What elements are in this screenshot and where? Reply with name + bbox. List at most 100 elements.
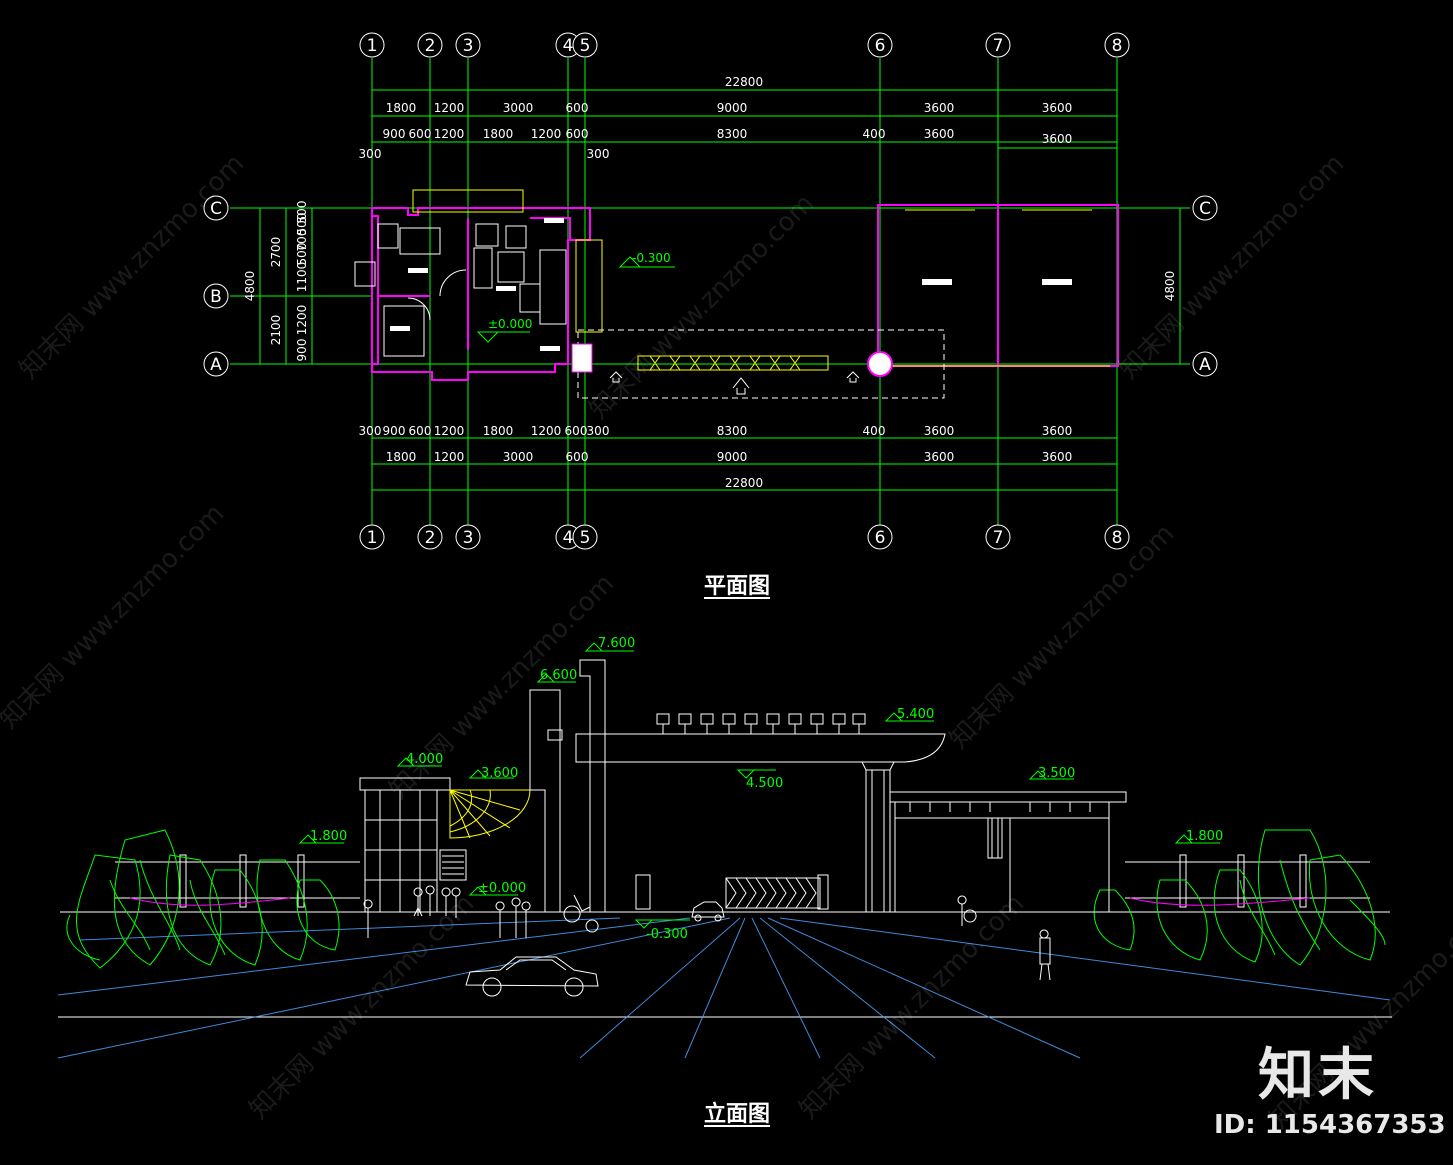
axis-label-bottom-2: 2 <box>425 528 436 548</box>
dim-left-inner-0: 500 <box>295 201 309 224</box>
elevation-level-labels: 7.600 6.600 5.400 4.500 4.000 3.600 3.50… <box>310 636 1223 942</box>
axis-label-top-5: 5 <box>580 36 591 56</box>
plan-axis-bubbles-bottom <box>359 524 1130 550</box>
dim-bot-r1-6: 600 <box>565 424 588 438</box>
dim-top-r2-2: 1200 <box>434 127 465 141</box>
plan-level-inside: ±0.000 <box>488 317 532 331</box>
dim-top-overall: 22800 <box>725 75 763 89</box>
dim-bot-r1-10: 3600 <box>924 424 955 438</box>
axis-labels: 1 2 3 4 5 6 7 8 1 2 3 4 5 6 7 8 C B A C … <box>210 36 1211 548</box>
elevation-canopy-beam <box>575 713 946 913</box>
dim-top-r2-4: 1200 <box>531 127 562 141</box>
dim-bot-r1-1: 900 <box>383 424 406 438</box>
brand-id: ID: 1154367353 <box>1214 1110 1446 1140</box>
watermark-2: 知末网 www.znzmo.com <box>584 189 820 425</box>
dim-bot-r1-4: 1800 <box>483 424 514 438</box>
dim-top-r1-5: 3600 <box>924 101 955 115</box>
axis-label-bottom-5: 5 <box>580 528 591 548</box>
plan-room-tags <box>390 218 1072 351</box>
elevation-tower <box>529 659 606 913</box>
axis-label-bottom-8: 8 <box>1112 528 1123 548</box>
elevation-fence-right <box>1125 854 1370 908</box>
dim-top-r1-1: 1200 <box>434 101 465 115</box>
dim-bot-r1-3: 1200 <box>434 424 465 438</box>
plan-dims-side: 4800 2700 2100 500 500 700 500 1100 1200… <box>243 201 1177 362</box>
plan-guardhouse-walls <box>371 207 591 381</box>
level-4500: 4.500 <box>746 776 783 791</box>
dim-top-r1-4: 9000 <box>717 101 748 115</box>
axis-label-top-3: 3 <box>463 36 474 56</box>
elevation-guardhouse <box>359 777 467 913</box>
plan-column-round <box>867 351 893 377</box>
watermark-6: 知末网 www.znzmo.com <box>944 519 1180 755</box>
level-4000: 4.000 <box>406 752 443 767</box>
dim-top-r2-5: 600 <box>566 127 589 141</box>
elevation-car-small <box>691 901 725 922</box>
elevation-trees-right <box>1093 829 1386 966</box>
dim-right-overall: 4800 <box>1163 271 1177 302</box>
dim-top-small-right: 300 <box>587 147 610 161</box>
elevation-perspective-lines <box>57 917 1391 1059</box>
dim-left-inner-3: 500 <box>295 243 309 266</box>
dim-top-r1-6: 3600 <box>1042 101 1073 115</box>
plan-levels: -0.300 ±0.000 <box>476 251 675 343</box>
dim-left-inner-2: 700 <box>295 229 309 252</box>
dim-top-r2-6: 8300 <box>717 127 748 141</box>
axis-label-top-4: 4 <box>563 36 574 56</box>
axis-label-top-7: 7 <box>993 36 1004 56</box>
dim-bot-r2-6: 3600 <box>1042 450 1073 464</box>
axis-label-bottom-4: 4 <box>563 528 574 548</box>
axis-label-left-b: B <box>210 287 222 307</box>
level-0000: ±0.000 <box>478 881 526 896</box>
elevation-people <box>363 885 1051 981</box>
plan-axis-grid <box>230 58 1190 525</box>
plan-dims-bottom: 300 900 600 1200 1800 1200 600 300 8300 … <box>359 424 1073 490</box>
dim-bot-r1-2: 600 <box>409 424 432 438</box>
dim-bot-overall: 22800 <box>725 476 763 490</box>
level-5400: 5.400 <box>897 707 934 722</box>
dim-top-r1-0: 1800 <box>386 101 417 115</box>
plan-interior-furniture <box>354 223 567 357</box>
dim-top-r2-extra: 3600 <box>1042 132 1073 146</box>
plan-planter <box>412 189 603 333</box>
axis-label-left-a: A <box>210 355 222 375</box>
dim-bot-r1-9: 400 <box>863 424 886 438</box>
dim-top-small-left: 300 <box>359 147 382 161</box>
elevation-level-marks <box>298 642 1220 929</box>
dim-bot-r1-8: 8300 <box>717 424 748 438</box>
plan-column-left <box>571 343 593 373</box>
dim-bot-r1-7: 300 <box>587 424 610 438</box>
axis-label-top-6: 6 <box>875 36 886 56</box>
watermark-3: 知末网 www.znzmo.com <box>1114 149 1350 385</box>
level-3500: 3.500 <box>1038 766 1075 781</box>
plan-right-building <box>877 204 1119 367</box>
dim-bot-r2-2: 3000 <box>503 450 534 464</box>
level-3600: 3.600 <box>481 766 518 781</box>
elevation-right-building <box>889 791 1127 913</box>
brand-logo: 知末 <box>1258 1043 1378 1108</box>
elevation-ground <box>58 911 1392 1018</box>
plan-right-windows <box>890 209 1110 367</box>
level-minus-0300: -0.300 <box>646 927 688 942</box>
axis-label-left-c: C <box>210 199 222 219</box>
axis-label-bottom-3: 3 <box>463 528 474 548</box>
axis-label-top-8: 8 <box>1112 36 1123 56</box>
level-1800-right: 1.800 <box>1186 829 1223 844</box>
dim-bot-r1-5: 1200 <box>531 424 562 438</box>
elevation-sliding-gate <box>635 874 829 910</box>
plan-axis-bubbles-side <box>203 195 1218 377</box>
dim-bot-r2-3: 600 <box>566 450 589 464</box>
axis-label-top-2: 2 <box>425 36 436 56</box>
dim-bot-r2-0: 1800 <box>386 450 417 464</box>
axis-label-right-a: A <box>1199 355 1211 375</box>
dim-top-r2-3: 1800 <box>483 127 514 141</box>
elevation-car-large <box>465 956 599 997</box>
elevation-title: 立面图 <box>704 1102 771 1127</box>
level-1800-left: 1.800 <box>310 829 347 844</box>
dim-bot-r2-4: 9000 <box>717 450 748 464</box>
plan-dims-top: 22800 1800 1200 3000 600 9000 3600 3600 … <box>359 75 1073 161</box>
dim-left-inner-4: 1100 <box>295 262 309 293</box>
dim-left-outer-0: 2700 <box>269 237 283 268</box>
dim-top-r2-0: 900 <box>383 127 406 141</box>
